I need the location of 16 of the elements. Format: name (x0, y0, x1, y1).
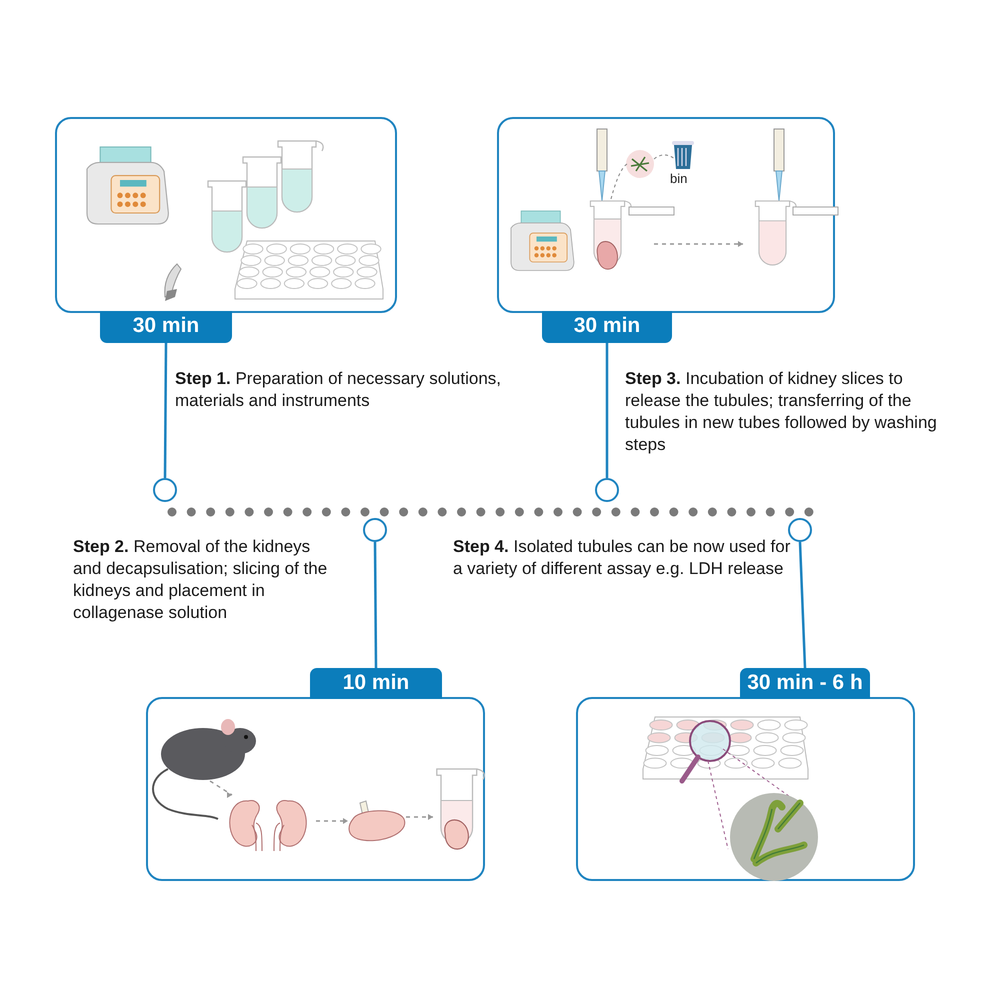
duration-tab: 30 min (100, 311, 232, 343)
bin-label: bin (670, 171, 688, 186)
step-description: Step 2. Removal of the kidneys and decapsulisation; slicing of the kidneys and placement in collagenase solution (73, 536, 328, 624)
step-description: Step 3. Incubation of kidney slices to release the tubules; transferring of the tubules in new tubes followed by washing steps (625, 368, 938, 456)
duration-tab: 30 min - 6 h (740, 668, 870, 699)
connector-line (798, 542, 806, 668)
connector-line (164, 343, 168, 478)
connector-line (606, 343, 608, 478)
timeline-marker (363, 518, 387, 542)
timeline-marker (595, 478, 619, 502)
step-description: Step 4. Isolated tubules can be now used for a variety of different assay e.g. LDH release (453, 536, 792, 580)
duration-tab: 30 min (542, 311, 672, 343)
timeline-marker (153, 478, 177, 502)
connector-line (374, 542, 378, 668)
step-description: Step 1. Preparation of necessary solutions, materials and instruments (175, 368, 502, 412)
duration-tab: 10 min (310, 668, 442, 699)
